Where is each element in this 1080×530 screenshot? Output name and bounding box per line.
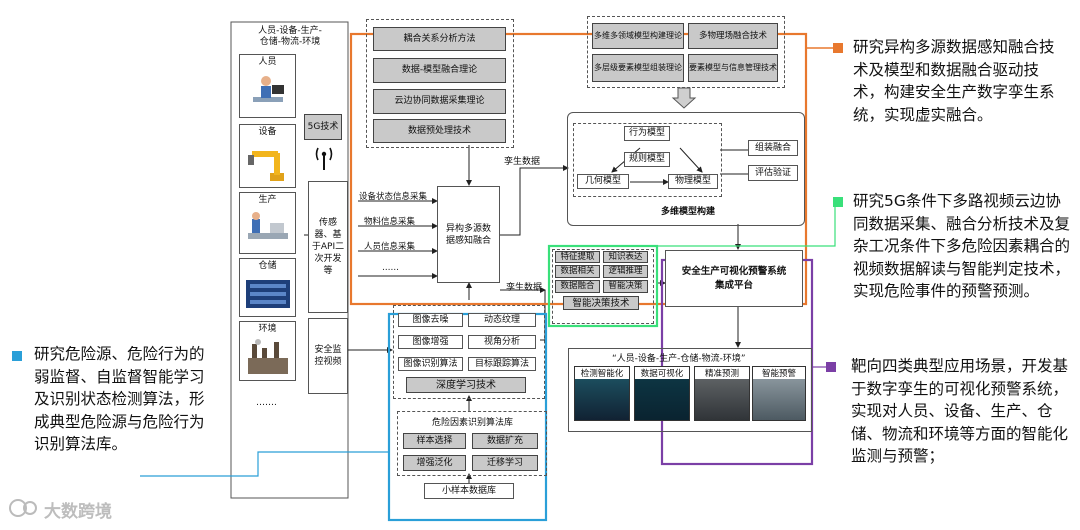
purple-bullet-icon — [826, 362, 836, 372]
green-bullet-icon — [833, 197, 843, 207]
scenario-label: 数据可视化 — [635, 367, 689, 379]
entity-label: 仓储 — [258, 261, 277, 271]
entity-person: 人员 — [239, 54, 296, 118]
deep-cell-5: 图像识别算法 — [398, 357, 463, 371]
geometry-model: 几何模型 — [577, 174, 629, 189]
model-build-inner — [573, 123, 722, 197]
fusion-box: 异构多源数据感知融合 — [437, 186, 500, 283]
deep-cell-2: 动态纹理 — [468, 313, 536, 327]
factory-icon — [248, 339, 288, 374]
theory-group — [366, 19, 514, 148]
blue-bullet-icon — [12, 351, 22, 361]
theory-coupling: 耦合关系分析方法 — [373, 27, 506, 51]
note-green: 研究5G条件下多路视频云边协同数据采集、融合分析技术及复杂工况条件下多危险因素耦… — [853, 192, 1071, 300]
production-line-icon — [248, 212, 288, 239]
entity-environment: 环境 — [239, 321, 296, 381]
collect-ellipsis: …… — [382, 263, 399, 273]
small-sample-db: 小样本数据库 — [424, 483, 514, 499]
algo-cell-1: 样本选择 — [403, 433, 466, 449]
scenario-thumb-1: 检测智能化 — [574, 366, 630, 421]
algo-lib-title: 危险因素识别算法库 — [432, 418, 514, 428]
note-blue: 研究危险源、危险行为的弱监督、自监督智能学习及识别状态检测算法，形成典型危险源与… — [34, 345, 205, 453]
robot-arm-icon — [248, 151, 284, 181]
entity-label: 设备 — [258, 127, 277, 137]
scenario-label: 精准预测 — [695, 367, 749, 379]
scenario-label: 检测智能化 — [575, 367, 629, 379]
behavior-model: 行为模型 — [624, 126, 670, 141]
collect-person-label: 人员信息采集 — [364, 242, 416, 252]
smart-tech-group — [552, 249, 654, 324]
watermark-text: 大数跨境 — [44, 502, 112, 522]
entity-device: 设备 — [239, 124, 296, 188]
model-theory-3: 多层级要素模型组装理论 — [592, 54, 684, 82]
note-orange: 研究异构多源数据感知融合技术及模型和数据融合驱动技术，构建安全生产数字孪生系统，… — [853, 38, 1055, 124]
algo-cell-3: 增强泛化 — [403, 455, 466, 471]
sensor-api-box: 传感器、基于API二次开发等 — [308, 181, 348, 313]
theory-data-model: 数据-模型融合理论 — [373, 58, 506, 83]
deep-cell-6: 目标跟踪算法 — [468, 357, 536, 371]
model-build-title: 多维模型构建 — [661, 207, 716, 217]
scenario-group — [568, 348, 812, 432]
deep-learning-group — [393, 305, 545, 399]
smart-cell-1: 特征提取 — [555, 251, 600, 263]
orange-bullet-icon — [833, 43, 843, 53]
smart-cell-4: 逻辑推理 — [603, 265, 648, 278]
entity-warehouse: 仓储 — [239, 258, 296, 317]
entity-label: 生产 — [258, 195, 277, 205]
rule-model: 规则模型 — [624, 152, 670, 167]
scenario-thumb-2: 数据可视化 — [634, 366, 690, 421]
deep-cell-4: 视角分析 — [468, 335, 536, 349]
twin-data-label-top: 孪生数据 — [504, 157, 541, 167]
antenna-icon — [315, 147, 333, 170]
scenario-title: “人员-设备-生产-仓储-物流-环境” — [612, 354, 746, 364]
evaluate-verify: 评估验证 — [748, 165, 798, 181]
collect-device-label: 设备状态信息采集 — [359, 192, 428, 202]
theory-cloud-edge: 云边协同数据采集理论 — [373, 89, 506, 114]
person-icon — [253, 76, 284, 102]
smart-cell-3: 数据相关 — [555, 265, 600, 278]
model-theory-2: 多物理场融合技术 — [688, 23, 778, 49]
note-purple: 靶向四类典型应用场景，开发基于数字孪生的可视化预警系统，实现对人员、设备、生产、… — [851, 357, 1069, 465]
tech-5g-box: 5G技术 — [304, 114, 342, 140]
theory-preprocess: 数据预处理技术 — [373, 119, 506, 143]
left-column-header: 人员-设备-生产- 仓储-物流-环境 — [258, 26, 322, 47]
smart-tech-title: 智能决策技术 — [563, 296, 639, 310]
model-theory-group — [587, 16, 785, 88]
warehouse-icon — [246, 280, 290, 308]
entity-label: 人员 — [258, 57, 277, 67]
algo-lib-group — [397, 411, 547, 476]
watermark-logo-icon — [9, 499, 37, 517]
scenario-thumb-3: 精准预测 — [694, 366, 750, 421]
platform-box: 安全生产可视化预警系统集成平台 — [665, 250, 803, 307]
deep-cell-3: 图像增强 — [398, 335, 463, 349]
scenario-label: 智能预警 — [753, 367, 805, 379]
smart-cell-6: 智能决策 — [603, 280, 648, 293]
smart-cell-5: 数据融合 — [555, 280, 600, 293]
assembly-fusion: 组装融合 — [748, 140, 798, 156]
twin-data-label-bottom: 孪生数据 — [506, 283, 543, 293]
entity-label: 环境 — [258, 324, 277, 334]
model-theory-4: 要素模型与信息管理技术 — [688, 54, 778, 82]
smart-cell-2: 知识表达 — [603, 251, 648, 263]
entity-production: 生产 — [239, 192, 296, 254]
algo-cell-4: 迁移学习 — [472, 455, 538, 471]
model-theory-1: 多维多领域模型构建理论 — [592, 23, 684, 49]
algo-cell-2: 数据扩充 — [472, 433, 538, 449]
scenario-thumb-4: 智能预警 — [752, 366, 806, 421]
safety-video-box: 安全监控视频 — [308, 318, 348, 394]
deep-learning-title: 深度学习技术 — [406, 377, 526, 393]
left-column-ellipsis: ……. — [256, 398, 277, 408]
deep-cell-1: 图像去噪 — [398, 313, 463, 327]
physical-model: 物理模型 — [668, 174, 718, 189]
model-build-group — [567, 112, 805, 226]
collect-material-label: 物料信息采集 — [364, 217, 416, 227]
